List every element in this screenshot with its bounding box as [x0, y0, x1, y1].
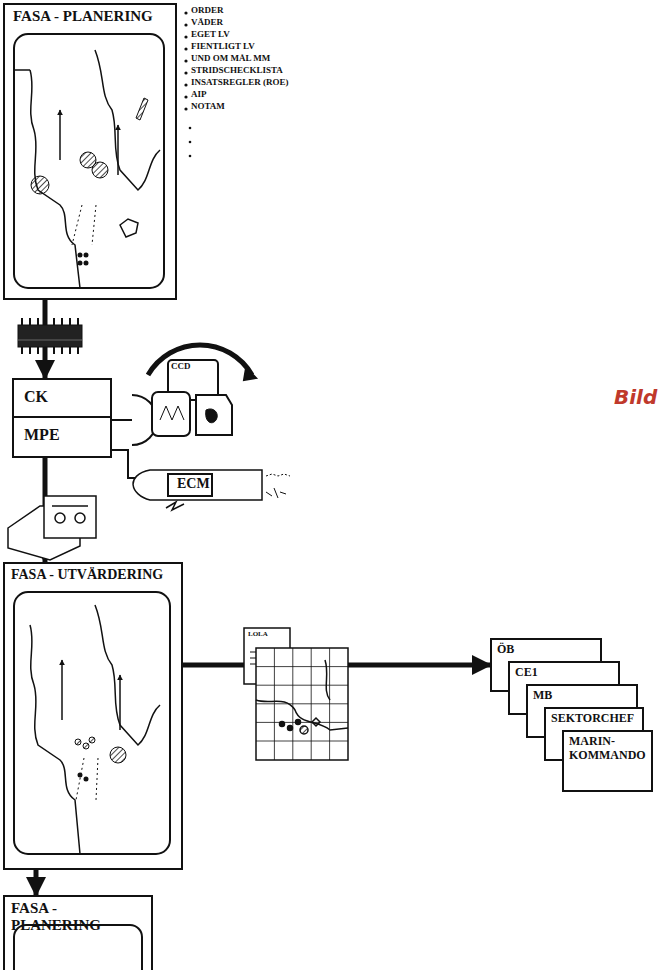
sensor-pod	[112, 345, 256, 478]
chip-pins	[22, 318, 78, 354]
node-text: ÖB	[497, 643, 514, 657]
cassette-recorder	[8, 496, 96, 560]
list-item: EGET LV	[191, 30, 230, 40]
node-text: FASA - PLANERING	[11, 900, 145, 935]
report-and-map	[244, 628, 348, 760]
device-label: ECM	[177, 476, 210, 491]
list-item: FIENTLIGT LV	[191, 42, 255, 52]
screen-evaluation	[14, 592, 170, 854]
memory-chip	[18, 325, 82, 347]
figure-tag: Bild	[614, 386, 657, 408]
list-item: ORDER	[191, 6, 224, 16]
phase-box: FASA - UTVÄRDERING	[3, 562, 183, 870]
list-item: UND OM MÅL MM	[191, 54, 270, 64]
node-text: FASA - UTVÄRDERING	[11, 567, 175, 583]
list-item: AIP	[191, 90, 207, 100]
list-item: VÄDER	[191, 18, 223, 28]
node-text: MPE	[24, 426, 100, 444]
unit-box: CK	[12, 378, 112, 418]
node-text: SEKTORCHEF	[551, 712, 634, 726]
list-item: INSATSREGLER (ROE)	[191, 78, 289, 88]
node-text: FASA - PLANERING	[13, 8, 167, 25]
phase-box: FASA - PLANERING	[3, 895, 153, 970]
map-grid	[256, 648, 348, 760]
document-label: LOLA	[248, 631, 268, 639]
phase-box: FASA - PLANERING	[3, 3, 177, 300]
unit-box: MPE	[12, 416, 112, 458]
list-item: NOTAM	[191, 102, 225, 112]
screen-planning	[14, 34, 164, 288]
flow-arrow	[34, 870, 39, 895]
recipient-box: MARIN- KOMMANDO	[562, 730, 653, 792]
node-text: CE1	[515, 666, 538, 680]
node-text: MB	[533, 689, 552, 703]
node-text: CK	[24, 388, 100, 406]
map-content	[256, 660, 348, 734]
node-text: MARIN- KOMMANDO	[569, 735, 646, 763]
device-label: CCD	[171, 362, 191, 372]
ecm-pod	[133, 470, 290, 510]
list-bullets	[184, 11, 191, 157]
list-item: STRIDSCHECKLISTA	[191, 66, 283, 76]
